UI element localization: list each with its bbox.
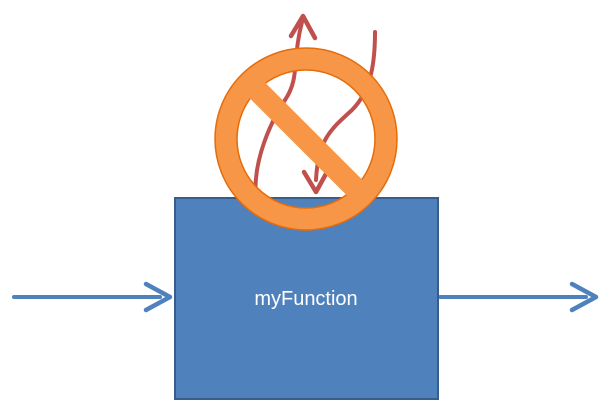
input-arrow-icon [12,281,173,313]
function-label: myFunction [254,288,357,310]
output-arrow-icon [438,281,599,313]
function-box [174,197,439,400]
no-side-effects-icon [214,47,398,231]
